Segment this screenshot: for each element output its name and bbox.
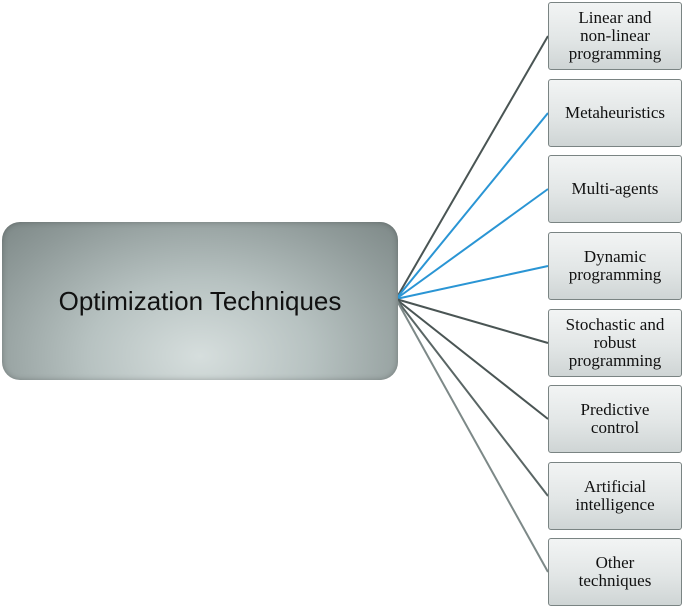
node-metaheuristics: Metaheuristics [548, 79, 682, 147]
node-linear-nonlinear-programming: Linear and non-linear programming [548, 2, 682, 70]
node-label: Multi-agents [571, 179, 659, 198]
node-label: Artificial intelligence [575, 477, 655, 514]
connector-line-5 [395, 298, 549, 420]
root-label: Optimization Techniques [58, 285, 342, 316]
connector-line-4 [395, 298, 549, 344]
node-label: Stochastic and robust programming [565, 315, 665, 370]
node-stochastic-robust-programming: Stochastic and robust programming [548, 309, 682, 377]
connector-line-7 [395, 298, 549, 573]
node-label: Predictive control [580, 400, 650, 437]
node-multi-agents: Multi-agents [548, 155, 682, 223]
node-label: Linear and non-linear programming [568, 8, 662, 63]
connector-line-0 [395, 35, 549, 300]
node-other-techniques: Other techniques [548, 538, 682, 606]
node-label: Dynamic programming [568, 247, 662, 284]
root-node: Optimization Techniques [2, 222, 398, 380]
node-label: Metaheuristics [564, 103, 666, 122]
connector-line-6 [395, 298, 549, 497]
node-dynamic-programming: Dynamic programming [548, 232, 682, 300]
node-predictive-control: Predictive control [548, 385, 682, 453]
node-label: Other techniques [578, 553, 652, 590]
connector-line-3 [395, 265, 549, 300]
connector-line-1 [395, 112, 549, 300]
connector-line-2 [395, 188, 549, 300]
node-artificial-intelligence: Artificial intelligence [548, 462, 682, 530]
